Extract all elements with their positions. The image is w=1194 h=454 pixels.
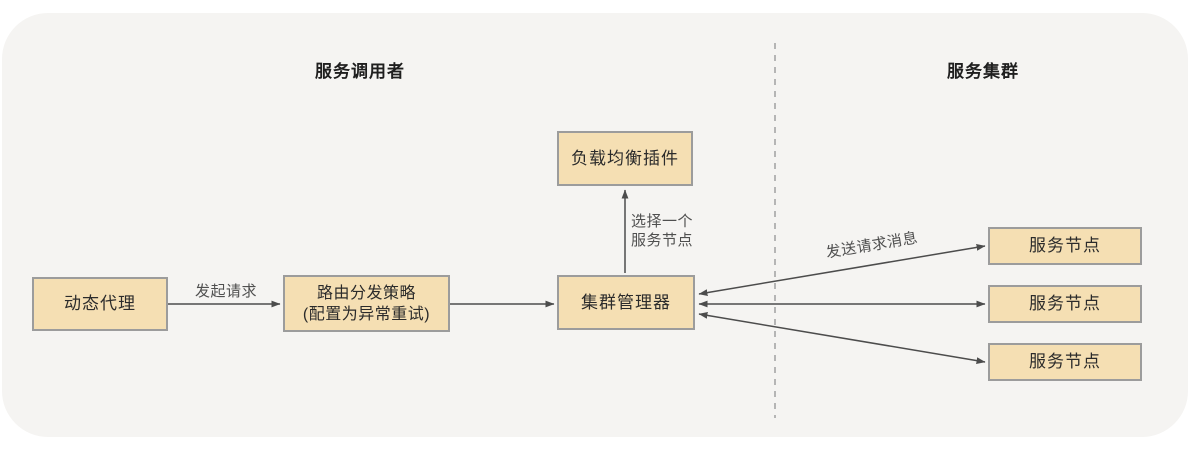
node-routing-strategy-label-line1: 路由分发策略	[316, 284, 416, 302]
node-routing-strategy-label-line2: (配置为异常重试)	[302, 305, 431, 323]
node-service-node-3-label: 服务节点	[1029, 352, 1101, 371]
edge-label-initiate-request: 发起请求	[194, 283, 257, 300]
section-title-service-cluster: 服务集群	[947, 62, 1019, 81]
node-load-balancer-plugin: 负载均衡插件	[557, 131, 693, 186]
section-title-service-caller: 服务调用者	[315, 62, 405, 81]
edge-label-select-node-line2: 服务节点	[631, 232, 694, 249]
edge-label-select-node-line1: 选择一个	[631, 213, 694, 230]
node-cluster-manager-label: 集群管理器	[581, 292, 671, 312]
edge-send-request-node1	[698, 244, 986, 296]
node-load-balancer-plugin-label: 负载均衡插件	[571, 148, 679, 168]
node-cluster-manager: 集群管理器	[557, 275, 695, 330]
node-service-node-2: 服务节点	[988, 285, 1142, 323]
edge-label-select-node: 选择一个 服务节点	[631, 212, 693, 250]
node-dynamic-proxy-label: 动态代理	[64, 294, 136, 313]
edge-send-request-node3	[698, 312, 986, 364]
node-service-node-1-label: 服务节点	[1029, 236, 1101, 255]
node-dynamic-proxy: 动态代理	[32, 277, 168, 331]
node-routing-strategy: 路由分发策略 (配置为异常重试)	[283, 275, 450, 332]
node-service-node-1: 服务节点	[988, 227, 1142, 265]
node-service-node-2-label: 服务节点	[1029, 294, 1101, 313]
node-service-node-3: 服务节点	[988, 343, 1142, 381]
